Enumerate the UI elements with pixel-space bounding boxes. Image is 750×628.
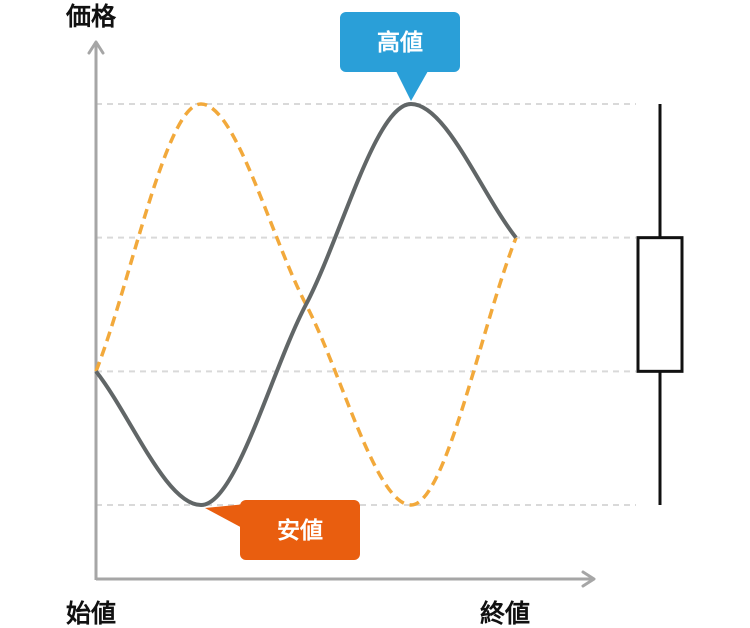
callout-low-box <box>240 500 360 560</box>
candlestick <box>636 104 684 505</box>
y-axis-arrowhead <box>87 40 105 55</box>
x-axis-end-label: 終値 <box>480 599 530 628</box>
x-axis-arrowhead <box>581 570 596 588</box>
axes <box>87 40 596 588</box>
callout-high-pointer <box>396 71 428 101</box>
callout-low: 安値 <box>205 500 360 560</box>
x-axis-start-label: 始値 <box>66 599 116 628</box>
series-dashed-line <box>94 102 518 507</box>
candle-body <box>636 236 684 373</box>
callout-high-text: 高値 <box>377 29 423 56</box>
callout-high-box <box>340 12 460 72</box>
callout-low-text: 安値 <box>277 517 323 544</box>
series <box>94 101 518 508</box>
grid-lines <box>96 103 636 506</box>
callout-high: 高値 <box>340 12 460 101</box>
callout-low-pointer <box>205 504 246 530</box>
y-axis-label: 価格 <box>65 2 117 31</box>
series-solid-line <box>94 101 518 508</box>
